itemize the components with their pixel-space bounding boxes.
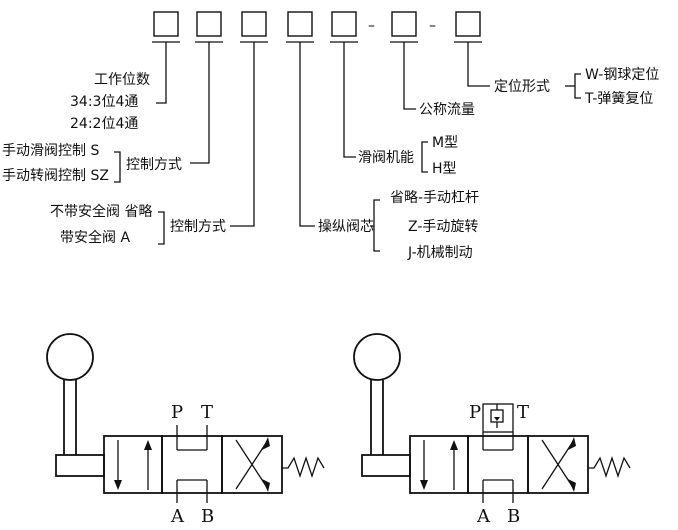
right-port-p: P bbox=[469, 402, 481, 423]
envelope-left bbox=[103, 435, 163, 494]
envelope-center bbox=[467, 435, 529, 494]
control2-bracket bbox=[158, 211, 165, 245]
safety-valve-icon bbox=[482, 403, 514, 433]
spring-icon bbox=[282, 455, 325, 479]
handle-ball-icon bbox=[353, 333, 401, 381]
code-dash-1: – bbox=[368, 18, 375, 34]
left-port-t: T bbox=[201, 402, 213, 423]
control2-title: 控制方式 bbox=[170, 219, 226, 235]
spool-option-j: J-机械制动 bbox=[407, 245, 473, 261]
code-box-5 bbox=[331, 11, 357, 37]
left-port-p: P bbox=[171, 402, 183, 423]
spool-bracket bbox=[373, 199, 380, 252]
detent-title: 定位形式 bbox=[494, 79, 550, 95]
envelope-right bbox=[221, 435, 283, 494]
position-option-34: 34:3位4通 bbox=[70, 94, 138, 110]
handle-ball-icon bbox=[46, 333, 94, 381]
function-title: 滑阀机能 bbox=[358, 149, 414, 166]
code-dash-2: – bbox=[429, 18, 436, 34]
envelope-right bbox=[527, 435, 589, 494]
right-port-b: B bbox=[507, 506, 520, 527]
detent-option-w: W-钢球定位 bbox=[585, 67, 659, 83]
valve-symbol-right: P T A B bbox=[353, 333, 631, 527]
code-box-4 bbox=[287, 11, 313, 37]
detent-option-t: T-弹簧复位 bbox=[584, 90, 653, 107]
left-port-b: B bbox=[201, 506, 214, 527]
position-title: 工作位数 bbox=[94, 72, 150, 88]
code-box-2 bbox=[196, 11, 222, 37]
code-box-7 bbox=[455, 11, 481, 37]
control2-option-a: 带安全阀 A bbox=[60, 229, 130, 246]
envelope-left bbox=[409, 435, 469, 494]
left-port-a: A bbox=[170, 506, 185, 527]
function-option-m: M型 bbox=[432, 135, 458, 151]
envelope-center bbox=[161, 435, 223, 494]
spool-title: 操纵阀芯 bbox=[318, 219, 374, 235]
spring-icon bbox=[588, 455, 631, 479]
code-box-6 bbox=[391, 11, 417, 37]
position-option-24: 24:2位4通 bbox=[70, 116, 138, 132]
control2-option-none: 不带安全阀 省略 bbox=[50, 203, 152, 220]
right-port-t: T bbox=[517, 402, 529, 423]
control1-bracket bbox=[114, 151, 121, 183]
code-boxes: – – bbox=[153, 11, 481, 37]
control1-title: 控制方式 bbox=[126, 157, 182, 173]
detent-bracket bbox=[574, 73, 581, 99]
function-bracket bbox=[421, 141, 428, 173]
code-box-3 bbox=[241, 11, 267, 37]
control1-option-sz: 手动转阀控制 SZ bbox=[2, 168, 109, 184]
spool-option-z: Z-手动旋转 bbox=[408, 219, 478, 235]
right-port-a: A bbox=[476, 506, 491, 527]
leader-lines bbox=[156, 42, 490, 227]
control1-option-s: 手动滑阀控制 S bbox=[2, 142, 99, 159]
spool-option-lever: 省略-手动杠杆 bbox=[390, 190, 479, 206]
code-box-1 bbox=[153, 11, 179, 37]
valve-symbol-left: P T A B bbox=[46, 333, 325, 527]
function-option-h: H型 bbox=[432, 161, 457, 177]
flow-title: 公称流量 bbox=[419, 102, 475, 118]
